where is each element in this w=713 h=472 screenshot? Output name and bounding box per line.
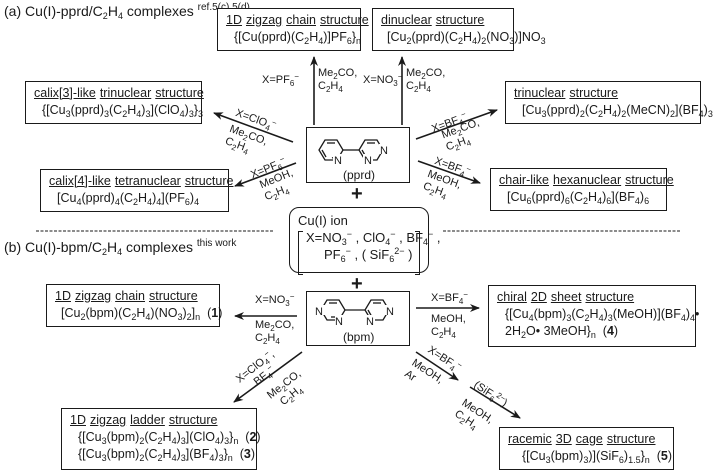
arrow-to-pprd-calix3 (213, 112, 294, 143)
pprd-structure-icon: N N N (pprd) (318, 139, 389, 182)
svg-text:N: N (315, 306, 323, 318)
plus-sign-top: + (351, 183, 363, 205)
section-b-title: (b) Cu(I)-bpm/C2H4 complexes this work (4, 238, 237, 257)
product-formula: {[Cu3(pprd)3(C2H4)3](ClO4)3}3 (42, 103, 204, 119)
arrow-to-bpm-2-3 (233, 351, 303, 403)
cu-ion-box: Cu(I) ion X=NO3− , ClO4− , BF4− , PF6− ,… (289, 207, 441, 275)
condition-solvent: Me2CO,C2H4 (406, 67, 446, 94)
condition-anion-no3: X=NO3− (363, 72, 403, 88)
condition-anion-pf6: X=PF6− (262, 72, 299, 88)
pyrimidine-ring-right (364, 299, 390, 321)
product-formula-2: {[Cu3(bpm)2(C2H4)3](ClO4)3}n (2) (78, 430, 261, 446)
bpm-ligand-box: N N N N (bpm) (306, 291, 410, 346)
condition-anion-bf4: X=BF4− (431, 290, 468, 306)
condition-solvent: Me2CO,C2H4 (255, 319, 295, 346)
pprd-ligand-box: N N N (pprd) (306, 127, 410, 183)
svg-text:N: N (366, 316, 374, 328)
product-formula: {[Cu(pprd)(C2H4)]PF6}n (234, 30, 362, 46)
condition-solvent: MeOH,C2H4 (431, 313, 466, 340)
svg-text:N: N (364, 155, 372, 167)
product-formula: [Cu4(pprd)4(C2H4)4](PF6)4 (57, 191, 200, 207)
svg-text:N: N (335, 316, 343, 328)
product-formula-3: {[Cu3(bpm)2(C2H4)3](BF4)3}n (3) (78, 447, 256, 463)
svg-text:N: N (380, 145, 388, 157)
plus-sign-bottom: + (351, 273, 363, 295)
arrow-to-bpm-5 (469, 386, 521, 419)
arrow-to-pprd-trinuclear (415, 109, 498, 140)
condition-solvent: Me2CO,C2H4 (318, 67, 358, 94)
section-a-reference: ref.5(c),5(d) (198, 2, 250, 13)
svg-text:N: N (386, 306, 394, 318)
bpm-structure-icon: N N N N (bpm) (315, 299, 395, 344)
arrow-to-bpm-intermediate (415, 351, 459, 381)
pyrimidine-ring (358, 139, 384, 161)
arrow-to-pprd-calix4 (234, 162, 297, 187)
product-formula: {[Cu4(bpm)3(C2H4)3(MeOH)](BF4)4•2H2O• 3M… (505, 307, 700, 340)
section-b-reference: this work (196, 238, 237, 249)
product-formula: [Cu6(pprd)6(C2H4)6](BF4)6 (507, 190, 650, 206)
cu-ion-title: Cu(I) ion (298, 213, 348, 228)
product-formula: [Cu3(pprd)2(C2H4)2(MeCN)2](BF4)3 (522, 103, 713, 119)
section-a-title: (a) Cu(I)-pprd/C2H4 complexes ref.5(c),5… (4, 2, 250, 21)
arrow-to-pprd-hexanuclear (417, 160, 481, 184)
product-formula: {[Cu3(bpm)3)](SiF6)1.5}n (5) (522, 449, 673, 465)
pprd-label: (pprd) (343, 168, 375, 182)
product-formula: [Cu2(bpm)(C2H4)(NO3)2]n (1) (61, 306, 223, 322)
condition-anion-no3: X=NO3− (255, 292, 295, 308)
bpm-label: (bpm) (343, 330, 374, 344)
svg-text:N: N (334, 155, 342, 167)
